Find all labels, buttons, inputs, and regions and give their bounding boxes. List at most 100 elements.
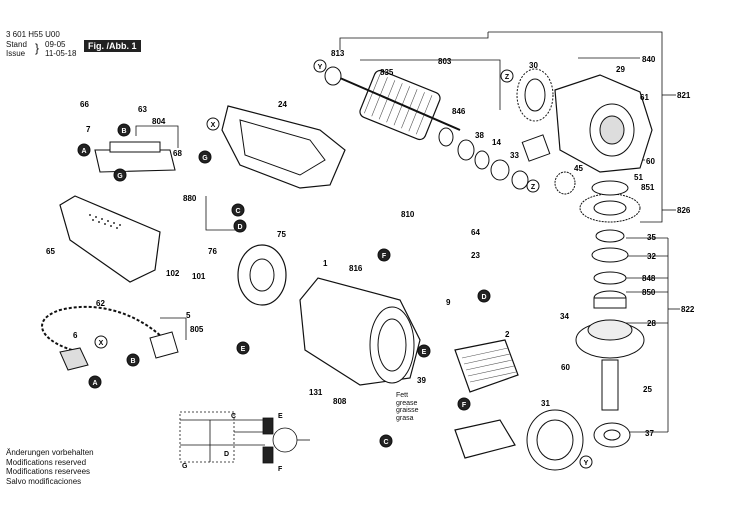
grease-note: Fett grease graisse grasa (396, 392, 419, 422)
svg-text:840: 840 (642, 55, 656, 64)
svg-text:851: 851 (641, 183, 655, 192)
fan (237, 244, 287, 306)
svg-text:45: 45 (574, 164, 583, 173)
svg-text:846: 846 (452, 107, 466, 116)
svg-text:60: 60 (646, 157, 655, 166)
svg-text:G: G (202, 155, 208, 162)
svg-text:C: C (235, 208, 240, 215)
footer-line: Änderungen vorbehalten (6, 448, 94, 457)
svg-text:F: F (278, 466, 283, 473)
svg-text:A: A (81, 148, 86, 155)
svg-text:5: 5 (186, 311, 191, 320)
svg-text:9: 9 (446, 298, 451, 307)
stand-value: 09-05 (45, 40, 66, 49)
svg-text:810: 810 (401, 210, 415, 219)
svg-text:803: 803 (438, 57, 452, 66)
power-cable (41, 305, 179, 371)
grease-note-line: Fett (396, 392, 409, 399)
issue-label: Issue (6, 49, 26, 58)
brace-glyph: } (35, 41, 40, 55)
svg-text:F: F (462, 402, 467, 409)
svg-text:D: D (481, 294, 486, 301)
svg-text:32: 32 (647, 252, 656, 261)
svg-text:35: 35 (647, 233, 656, 242)
document-number: 3 601 H55 U00 (6, 30, 60, 39)
wiring-labels: C E F G D (182, 413, 283, 473)
svg-text:63: 63 (138, 105, 147, 114)
svg-text:Y: Y (318, 64, 323, 71)
svg-text:68: 68 (173, 149, 182, 158)
armature (339, 69, 461, 141)
svg-text:61: 61 (640, 93, 649, 102)
svg-text:Z: Z (505, 74, 510, 81)
grease-note-line: grasa (396, 414, 414, 422)
svg-text:835: 835 (380, 68, 394, 77)
grease-note-line: grease (396, 399, 418, 407)
svg-text:62: 62 (96, 299, 105, 308)
footer-line: Salvo modificaciones (6, 476, 82, 486)
svg-text:25: 25 (643, 385, 652, 394)
svg-text:131: 131 (309, 388, 323, 397)
svg-text:E: E (422, 349, 427, 356)
svg-text:826: 826 (677, 206, 691, 215)
svg-text:G: G (182, 463, 188, 470)
svg-text:34: 34 (560, 312, 569, 321)
issue-value: 11-05-18 (45, 49, 77, 58)
svg-text:30: 30 (529, 61, 538, 70)
svg-text:1: 1 (323, 259, 328, 268)
svg-text:822: 822 (681, 305, 695, 314)
svg-text:14: 14 (492, 138, 501, 147)
svg-text:821: 821 (677, 91, 691, 100)
rear-housing-handle (59, 195, 161, 283)
svg-text:101: 101 (192, 272, 206, 281)
rear-housing-top (221, 105, 346, 189)
svg-text:B: B (130, 358, 135, 365)
svg-text:38: 38 (475, 131, 484, 140)
svg-text:29: 29 (616, 65, 625, 74)
figure-label: Fig. /Abb. 1 (84, 40, 141, 52)
part-number-labels: 813 803 835 846 38 14 33 30 840 29 821 6… (46, 49, 695, 438)
footer-line: Modifications reservees (6, 467, 91, 476)
svg-text:75: 75 (277, 230, 286, 239)
svg-text:F: F (382, 253, 387, 260)
svg-text:E: E (241, 346, 246, 353)
svg-text:31: 31 (541, 399, 550, 408)
svg-text:Z: Z (531, 184, 536, 191)
svg-text:28: 28 (647, 319, 656, 328)
svg-text:102: 102 (166, 269, 180, 278)
svg-text:60: 60 (561, 363, 570, 372)
switch-assembly (94, 141, 176, 173)
svg-text:65: 65 (46, 247, 55, 256)
svg-text:808: 808 (333, 397, 347, 406)
svg-text:76: 76 (208, 247, 217, 256)
svg-text:23: 23 (471, 251, 480, 260)
svg-text:24: 24 (278, 100, 287, 109)
svg-text:51: 51 (634, 173, 643, 182)
svg-text:B: B (121, 128, 126, 135)
svg-text:816: 816 (349, 264, 363, 273)
svg-text:64: 64 (471, 228, 480, 237)
svg-text:37: 37 (645, 429, 654, 438)
svg-text:D: D (224, 451, 229, 458)
svg-text:804: 804 (152, 117, 166, 126)
svg-text:66: 66 (80, 100, 89, 109)
motor-housing (299, 277, 421, 386)
svg-text:805: 805 (190, 325, 204, 334)
svg-text:2: 2 (505, 330, 510, 339)
svg-text:A: A (92, 380, 97, 387)
svg-text:33: 33 (510, 151, 519, 160)
bevel-gear (554, 171, 641, 223)
svg-text:850: 850 (642, 288, 656, 297)
svg-text:6: 6 (73, 331, 78, 340)
footer-line: Modifications reserved (6, 457, 87, 467)
svg-text:E: E (278, 413, 283, 420)
wiring-schematic (179, 411, 310, 464)
footer-notice: Änderungen vorbehalten Modifications res… (6, 448, 94, 486)
svg-text:G: G (117, 173, 123, 180)
svg-text:X: X (99, 340, 104, 347)
svg-text:C: C (383, 439, 388, 446)
svg-text:7: 7 (86, 125, 91, 134)
svg-text:Y: Y (584, 460, 589, 467)
